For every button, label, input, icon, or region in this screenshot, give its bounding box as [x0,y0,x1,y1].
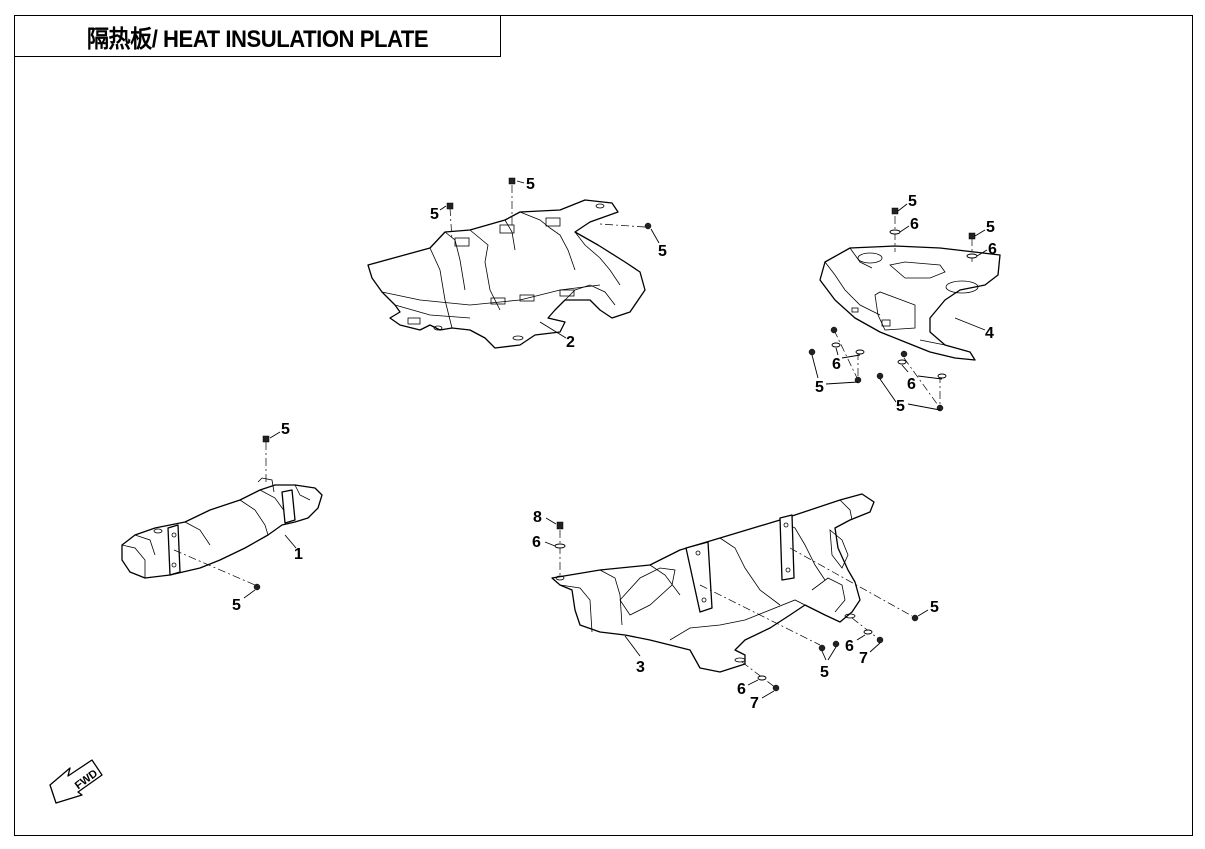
callout-5: 5 [232,597,241,614]
bolt-icon [446,202,454,210]
bolt-icon [644,222,652,230]
bolt-icon [936,404,944,412]
callout-6: 6 [832,356,841,373]
callout-5: 5 [908,193,917,210]
part-1-heat-shield [121,435,323,591]
washer-icon [554,543,566,549]
bolt-icon [808,348,816,356]
callout-5: 5 [986,219,995,236]
bolt-icon [253,583,261,591]
part-3-heat-shield [551,493,919,692]
callout-8: 8 [533,509,542,526]
bolt-icon [556,521,564,530]
drawing-frame [14,15,1193,836]
fwd-arrow-icon: FWD [49,759,103,804]
bolt-icon [262,435,270,443]
bolt-icon [830,326,838,334]
callout-5: 5 [896,398,905,415]
washer-icon [863,629,873,635]
page-title: 隔热板/ HEAT INSULATION PLATE [86,25,429,53]
callout-5: 5 [930,599,939,616]
callout-5: 5 [658,243,667,260]
bolt-icon [968,232,976,240]
callout-3: 3 [636,659,645,676]
callout-6: 6 [532,534,541,551]
washer-icon [966,253,978,259]
callout-5: 5 [430,206,439,223]
bolt-icon [508,177,516,185]
washer-icon [889,229,901,235]
callout-6: 6 [988,241,997,258]
callout-2: 2 [566,334,575,351]
callouts-part-3: 8 6 5 5 6 7 6 7 3 [532,509,939,712]
washer-icon [855,349,865,355]
washer-icon [757,675,767,681]
bolt-icon [911,614,919,622]
bolt-icon [891,207,899,215]
callouts-part-1: 5 1 5 [232,421,303,614]
bolt-icon [818,644,826,652]
callout-6: 6 [845,638,854,655]
nut-icon [772,684,780,692]
nut-icon [876,636,884,644]
callout-6: 6 [907,376,916,393]
callout-1: 1 [294,546,303,563]
bolt-icon [854,376,862,384]
callout-5: 5 [281,421,290,438]
part-2-heat-shield [367,177,652,349]
callout-5: 5 [820,664,829,681]
bolt-icon [832,640,840,648]
callout-4: 4 [985,325,994,342]
callout-6: 6 [910,216,919,233]
callout-6: 6 [737,681,746,698]
callout-5: 5 [526,176,535,193]
washer-icon [937,373,947,379]
bolt-icon [876,372,884,380]
part-4-heat-shield [808,207,1001,412]
callouts-part-4: 5 6 5 6 4 6 5 6 5 [811,193,997,415]
washer-icon [831,342,841,348]
bolt-icon [900,350,908,358]
callouts-part-2: 5 5 5 2 [430,176,667,351]
callout-7: 7 [750,695,759,712]
callout-5: 5 [815,379,824,396]
washer-icon [897,359,907,365]
callout-7: 7 [859,650,868,667]
title-box: 隔热板/ HEAT INSULATION PLATE [14,15,501,57]
